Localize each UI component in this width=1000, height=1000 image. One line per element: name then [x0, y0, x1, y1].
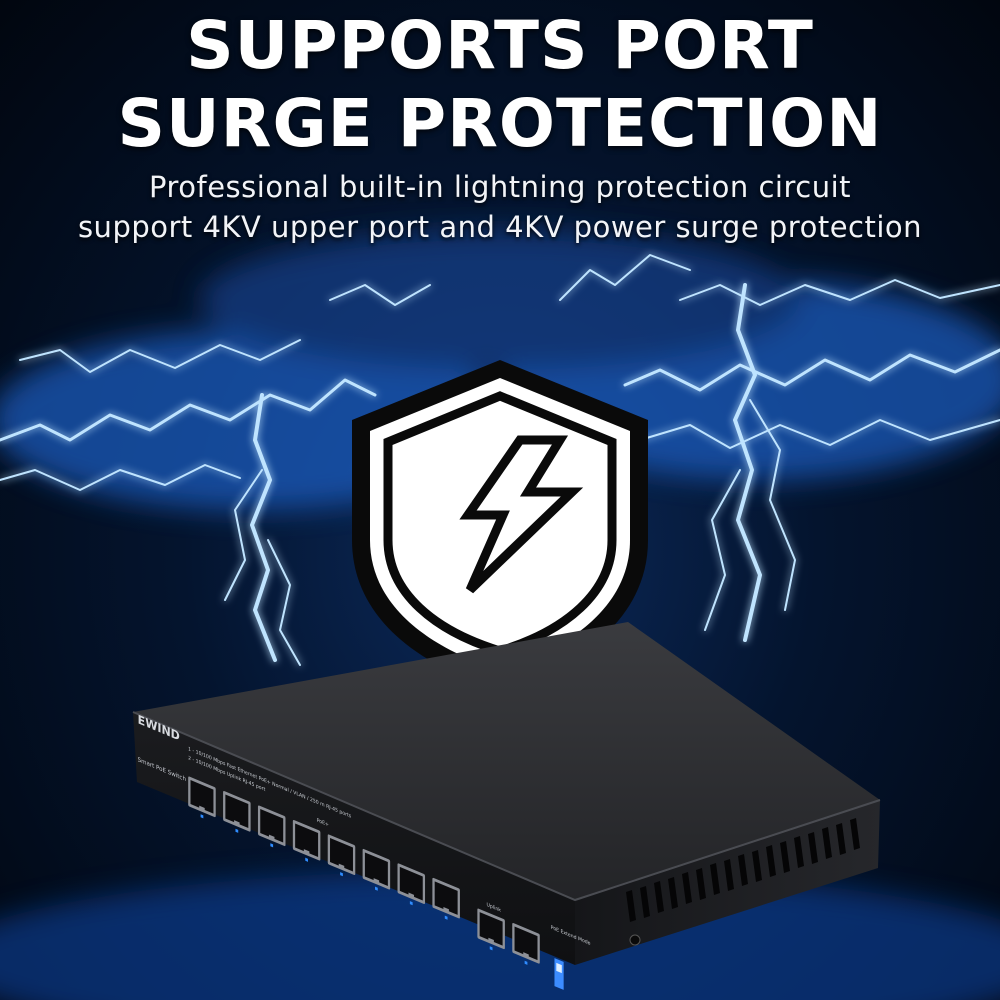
vent-slots — [626, 818, 860, 922]
poe-port-1[interactable] — [188, 776, 216, 823]
subheadline-line-1: Professional built-in lightning protecti… — [148, 170, 851, 204]
poe-port-8[interactable] — [432, 877, 460, 924]
port-led — [489, 946, 493, 951]
screw — [629, 934, 641, 946]
port-led — [270, 843, 274, 848]
uplink-port-2[interactable] — [512, 923, 540, 970]
switch-front-face — [133, 712, 575, 965]
poe-label: PoE+ — [317, 817, 329, 828]
headline-line-2: SURGE PROTECTION — [117, 85, 883, 162]
port-led — [375, 886, 378, 891]
port-led — [305, 857, 308, 862]
port-led — [444, 915, 448, 920]
network-switch — [132, 622, 881, 965]
port-led — [235, 828, 239, 833]
port-led — [409, 901, 413, 906]
uplink-port-1[interactable] — [477, 908, 505, 955]
lightning-bolt-icon — [459, 435, 584, 594]
poe-port-7[interactable] — [397, 863, 426, 910]
poe-port-3[interactable] — [257, 805, 286, 852]
lightning-bolts — [0, 254, 1000, 666]
poe-port-5[interactable] — [327, 834, 356, 881]
mode-dip-switch[interactable] — [554, 958, 564, 990]
port-led — [200, 814, 204, 819]
switch-top-face — [133, 622, 880, 900]
port-row — [188, 776, 540, 970]
poe-port-6[interactable] — [362, 848, 391, 895]
subheadline-line-2: support 4KV upper port and 4KV power sur… — [77, 210, 923, 244]
port-led — [524, 960, 528, 965]
energy-haze — [0, 230, 1000, 510]
poe-port-4[interactable] — [292, 820, 321, 867]
poe-port-2[interactable] — [223, 791, 251, 838]
headline-line-1: SUPPORTS PORT — [186, 7, 814, 84]
port-led — [340, 872, 343, 877]
